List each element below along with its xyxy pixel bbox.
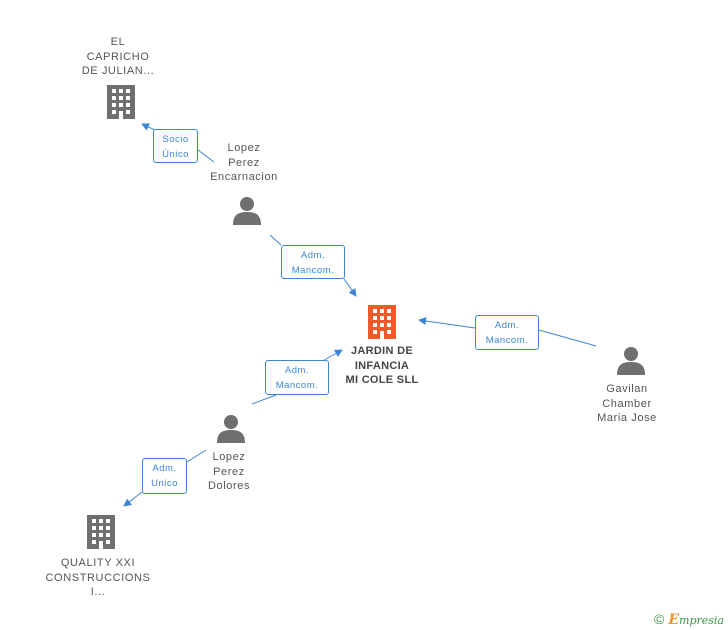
node-capricho[interactable] — [105, 84, 137, 120]
building-icon — [87, 515, 115, 549]
brand-name-rest: mpresia — [679, 614, 724, 627]
node-dolores[interactable] — [216, 414, 246, 444]
edge-line-encarnacion-jardin-2 — [343, 278, 357, 297]
edge-line-encarnacion-capricho-stub — [197, 149, 215, 163]
edge-line-encarnacion-jardin — [269, 234, 282, 246]
label-capricho: EL CAPRICHO DE JULIAN... — [81, 36, 155, 77]
edge-line-gavilan-jardin — [538, 329, 597, 347]
label-gavilan: Gavilan Chamber Maria Jose — [597, 383, 657, 424]
edge-line-dolores-quality — [186, 449, 207, 463]
node-jardin[interactable] — [366, 304, 398, 340]
edge-line-gavilan-jardin-2 — [418, 317, 476, 329]
edge-label-adm-mancom-gavilan[interactable]: Adm. Mancom. — [475, 315, 539, 350]
edge-label-socio-unico[interactable]: Socio Único — [153, 129, 198, 163]
person-icon — [233, 197, 261, 225]
label-quality: QUALITY XXI CONSTRUCCIONS I... — [45, 557, 151, 598]
brand-name-initial: E — [668, 612, 680, 628]
person-icon — [617, 347, 645, 375]
node-encarnacion[interactable] — [232, 196, 262, 226]
label-encarnacion: Lopez Perez Encarnacion — [210, 142, 278, 183]
label-jardin: JARDIN DE INFANCIA MI COLE SLL — [345, 345, 419, 386]
building-icon — [107, 85, 135, 119]
building-icon — [368, 305, 396, 339]
edge-label-adm-mancom-encarnacion[interactable]: Adm. Mancom. — [281, 245, 345, 279]
empresia-logo: ©Empresia — [654, 611, 724, 628]
node-gavilan[interactable] — [616, 346, 646, 376]
edge-label-adm-mancom-dolores[interactable]: Adm. Mancom. — [265, 360, 329, 395]
copyright-symbol: © — [654, 611, 665, 627]
node-quality[interactable] — [85, 514, 117, 550]
edge-line-dolores-jardin — [251, 394, 277, 405]
label-dolores: Lopez Perez Dolores — [207, 451, 251, 492]
edge-label-adm-unico[interactable]: Adm. Unico — [142, 458, 187, 494]
edge-line-dolores-quality-2 — [123, 491, 143, 507]
person-icon — [217, 415, 245, 443]
